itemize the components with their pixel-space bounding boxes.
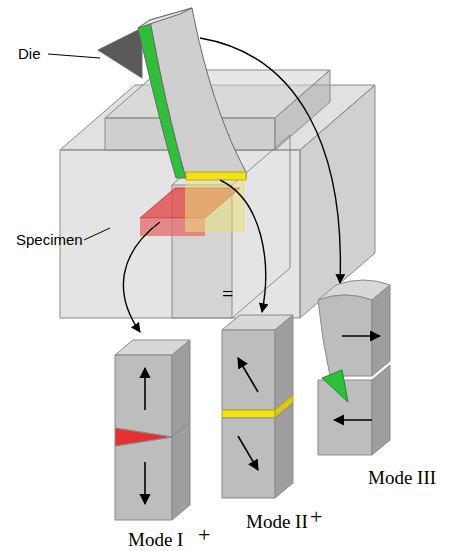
mode-label: Mode I [128,530,183,549]
load-arrows [144,368,146,504]
mode-label: Mode II [246,512,308,531]
leader-line [48,54,100,58]
plus-sign: + [310,506,322,528]
mode-label: Mode III [368,468,436,487]
plus-sign: + [198,524,210,546]
part-label: Specimen [16,232,83,247]
equals-sign: = [222,284,233,304]
tear-arrows [334,336,380,420]
shear-arrows [238,358,258,470]
mode-ii-block [222,315,293,498]
part-label: Die [18,46,41,61]
leader-line [84,228,110,240]
mode-i-block [115,340,190,520]
mode-iii-block [318,280,390,455]
mapping-arrows [123,38,340,332]
mode-ii-zone [185,182,245,232]
die [98,8,246,180]
